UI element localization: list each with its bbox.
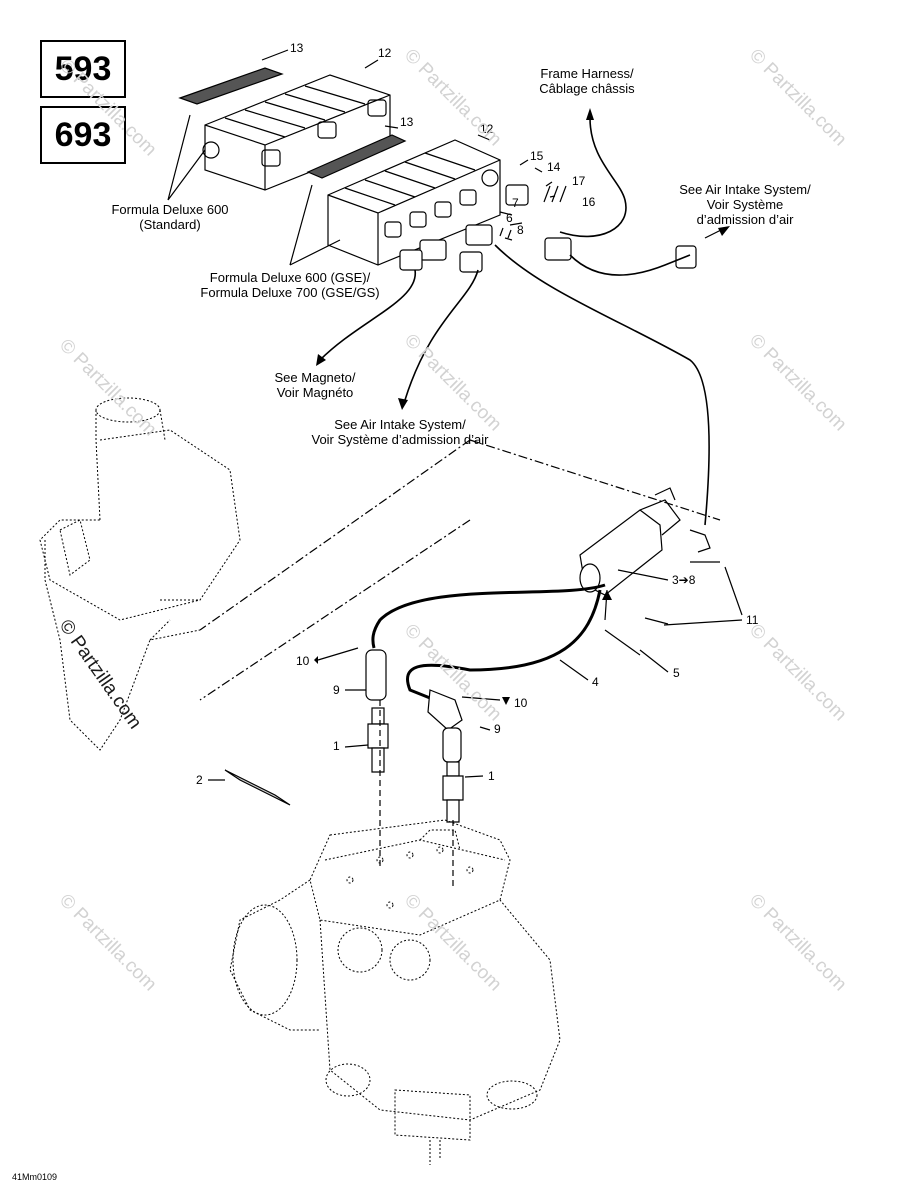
callout-9-right: 9 [494, 722, 501, 736]
callout-1-right: 1 [488, 769, 495, 783]
callout-15: 15 [530, 149, 544, 163]
callout-17: 17 [572, 174, 586, 188]
engine [229, 819, 561, 1165]
callout-13-lower: 13 [400, 115, 414, 129]
callout-12-upper: 12 [378, 46, 392, 60]
callout-12-lower: 12 [480, 122, 494, 136]
air-intake-label-center: See Air Intake System/ Voir Système d’ad… [311, 417, 489, 447]
callout-2: 2 [196, 773, 203, 787]
model-code-593: 593 [40, 40, 126, 98]
spark-plugs [367, 707, 464, 823]
callout-6: 6 [506, 211, 513, 225]
callout-9-left: 9 [333, 683, 340, 697]
model-code-693: 693 [40, 106, 126, 164]
callout-13-upper: 13 [290, 41, 304, 55]
reference-code: 41Mm0109 [12, 1172, 58, 1182]
frame-harness-label: Frame Harness/ Câblage châssis [539, 66, 635, 96]
decal-gse [306, 134, 407, 179]
formula-standard-label: Formula Deluxe 600 (Standard) [111, 202, 229, 232]
air-intake-label-right: See Air Intake System/ Voir Système d’ad… [679, 182, 811, 227]
oil-tank [39, 397, 241, 751]
callout-10-right: 10 [514, 696, 528, 710]
callout-14: 14 [547, 160, 561, 174]
decal-standard [178, 67, 284, 105]
callout-8: 8 [517, 223, 524, 237]
callout-7: 7 [512, 196, 519, 210]
callout-16: 16 [582, 195, 596, 209]
ignition-coil [579, 487, 711, 596]
callout-10-left: 10 [296, 654, 310, 668]
callout-3-to-8: 3➔8 [672, 573, 696, 587]
callout-4: 4 [592, 675, 599, 689]
callout-5: 5 [673, 666, 680, 680]
magneto-label: See Magneto/ Voir Magnéto [274, 370, 356, 400]
callout-1-left: 1 [333, 739, 340, 753]
ignition-module-gse [327, 139, 501, 266]
formula-gse-label: Formula Deluxe 600 (GSE)/ Formula Deluxe… [200, 270, 380, 300]
callout-11: 11 [746, 613, 759, 627]
ignition-module-standard [202, 74, 391, 191]
